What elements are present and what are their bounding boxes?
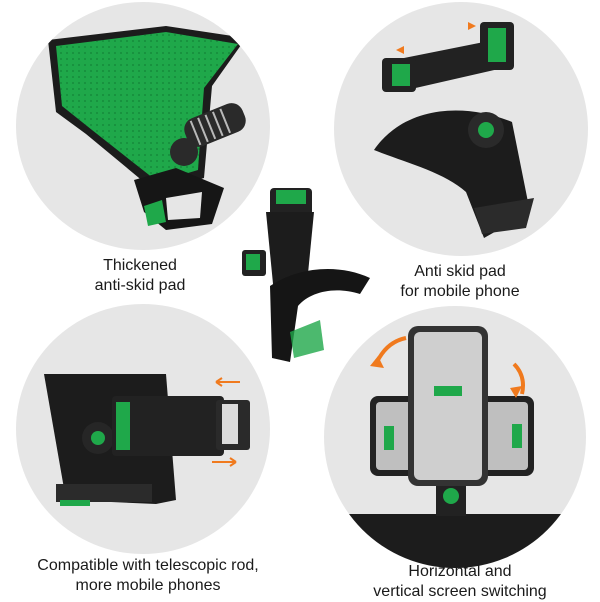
panel-anti-skid-phone (334, 2, 588, 256)
caption-line: Compatible with telescopic rod, (37, 557, 259, 574)
telescopic-illustration (44, 374, 250, 506)
caption-line: vertical screen switching (373, 583, 547, 600)
caption-anti-skid-phone: Anti skid pad for mobile phone (340, 262, 580, 302)
caption-thickened-pad: Thickened anti-skid pad (30, 256, 250, 296)
caption-line: Thickened (103, 257, 177, 274)
clamp-illustration (374, 22, 534, 238)
center-holder-illustration (230, 182, 380, 372)
panel-rotation (324, 306, 586, 568)
caption-telescopic-rod: Compatible with telescopic rod, more mob… (8, 556, 288, 596)
caption-line: more mobile phones (75, 577, 221, 594)
green-pad-illustration (48, 26, 246, 230)
caption-line: for mobile phone (400, 283, 520, 300)
caption-line: Anti skid pad (414, 263, 506, 280)
panel-telescopic-rod (16, 304, 270, 554)
panel-thickened-pad (16, 2, 270, 250)
caption-line: anti-skid pad (94, 277, 186, 294)
caption-line: Horizontal and (408, 563, 512, 580)
caption-rotation: Horizontal and vertical screen switching (330, 562, 590, 602)
rotation-illustration (324, 326, 586, 568)
